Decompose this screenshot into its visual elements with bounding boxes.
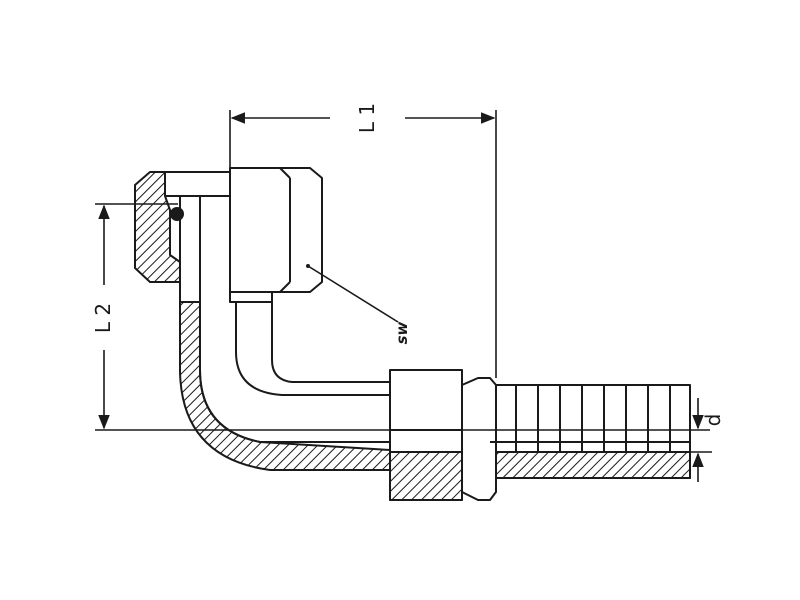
dimension-label-sw: sw (393, 321, 411, 344)
sw-leader (307, 265, 399, 323)
dimension-label-d: d (701, 414, 725, 427)
swivel-nut (134, 167, 323, 303)
dimension-label-l2: L 2 (91, 303, 115, 333)
o-ring-icon (170, 207, 184, 221)
hose-tail (461, 377, 691, 501)
dimension-lines (95, 110, 712, 482)
elbow-tube (179, 196, 391, 471)
ferrule (389, 369, 463, 501)
dimension-label-l1: L 1 (355, 103, 379, 133)
